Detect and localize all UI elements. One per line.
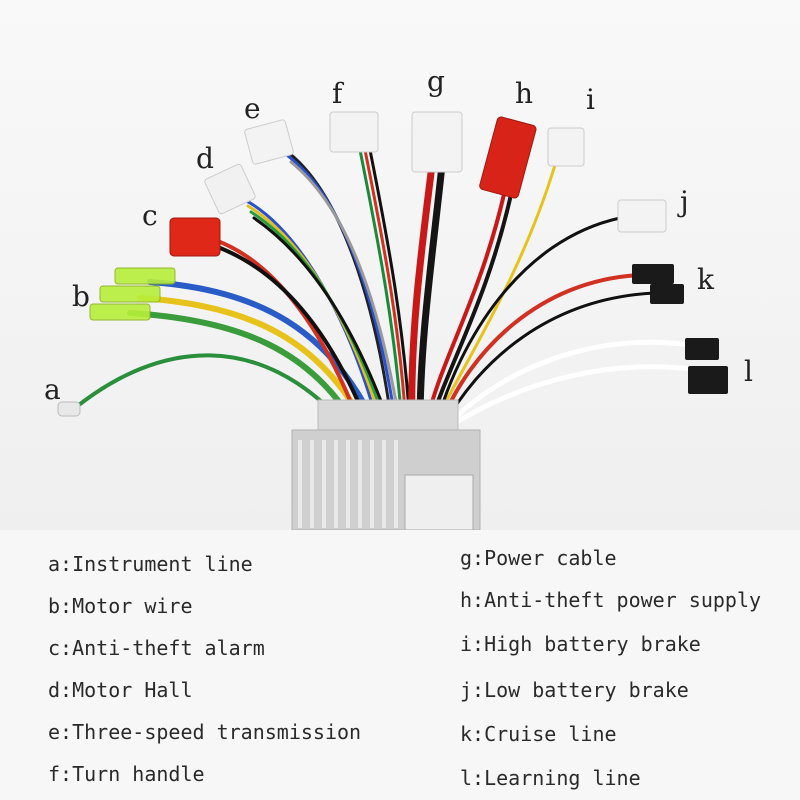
legend-item-l: l:Learning line	[460, 766, 641, 790]
legend-item-e: e:Three-speed transmission	[48, 720, 362, 744]
legend-item-b: b:Motor wire	[48, 594, 193, 618]
wire-label-k: k	[697, 263, 714, 296]
wire-label-j: j	[680, 185, 689, 218]
wire-label-b: b	[72, 280, 90, 313]
legend-item-a: a:Instrument line	[48, 552, 253, 576]
legend-item-k: k:Cruise line	[460, 722, 617, 746]
legend-item-c: c:Anti-theft alarm	[48, 636, 265, 660]
legend-item-d: d:Motor Hall	[48, 678, 193, 702]
wire-label-g: g	[427, 65, 445, 98]
wire-label-a: a	[44, 373, 61, 406]
legend-item-h: h:Anti-theft power supply	[460, 588, 762, 612]
legend-item-f: f:Turn handle	[48, 762, 205, 786]
wire-label-e: e	[244, 92, 261, 125]
controller-photo: a b c d e f g h i j k l	[0, 0, 800, 530]
legend-item-i: i:High battery brake	[460, 632, 701, 656]
wire-label-c: c	[142, 199, 158, 232]
wire-label-l: l	[744, 355, 753, 388]
wire-legend: a:Instrument line b:Motor wire c:Anti-th…	[0, 530, 800, 800]
wire-label-i: i	[586, 83, 595, 116]
controller-illustration	[57, 111, 728, 530]
legend-item-j: j:Low battery brake	[460, 678, 689, 702]
legend-item-g: g:Power cable	[460, 546, 617, 570]
wire-label-f: f	[332, 77, 343, 110]
wire-label-h: h	[515, 77, 534, 110]
wire-label-d: d	[196, 142, 214, 175]
